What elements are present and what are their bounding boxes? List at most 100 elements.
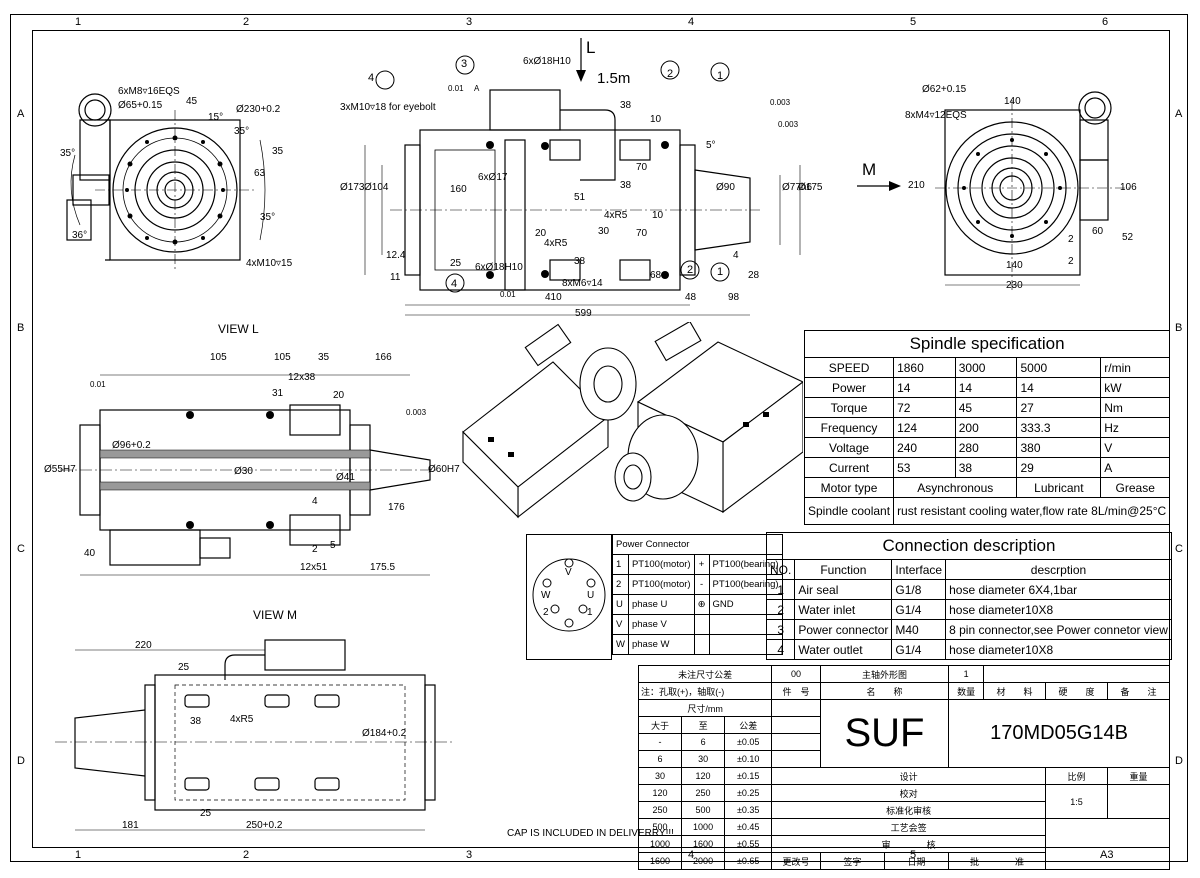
- tol-to: 250: [681, 784, 726, 802]
- motor-type-value: Asynchronous: [893, 477, 1018, 498]
- dim-top-40: 5°: [706, 140, 716, 151]
- tol-from: 120: [637, 784, 683, 802]
- dim-l-10: Ø55H7: [44, 464, 76, 475]
- spec-v3: 380: [1016, 437, 1102, 458]
- conn-interface: G1/4: [891, 639, 947, 660]
- dim-l-9: 0.003: [406, 408, 427, 417]
- zone-right-b: B: [1175, 322, 1183, 334]
- dim-top-9: 10: [650, 114, 662, 125]
- dim-front-left-10: 36°: [72, 230, 88, 241]
- dim-right-2: 8xM4▿12EQS: [905, 110, 967, 121]
- callout-4-top: 4: [368, 72, 375, 84]
- pin-v: V: [565, 567, 572, 578]
- dim-m-3: 38: [190, 716, 202, 727]
- dim-top-21: 11: [390, 272, 401, 283]
- dim-l-14: Ø60H7: [428, 464, 460, 475]
- tol-from: 30: [637, 767, 683, 785]
- sign-label: 签字: [819, 852, 885, 870]
- pc-name: phase V: [627, 614, 695, 635]
- callout-4-bottom: 4: [451, 278, 458, 290]
- tol-title: 未注尺寸公差: [637, 665, 773, 683]
- spec-v2: 38: [954, 457, 1018, 478]
- dim-top-25: 70: [636, 228, 648, 239]
- zone-bottom-3: 3: [466, 849, 473, 861]
- design-label: 设计: [771, 767, 1046, 785]
- tol-to: 30: [681, 750, 726, 768]
- tol-from: 1600: [637, 852, 683, 870]
- pin-w: W: [541, 590, 551, 601]
- dim-m-6: 181: [122, 820, 139, 831]
- zone-right-d: D: [1175, 755, 1183, 767]
- spindle-spec-table: Spindle specification SPEED 1860 3000 50…: [803, 330, 1171, 525]
- pc-pin: U: [612, 594, 629, 615]
- callout-3: 3: [461, 58, 468, 70]
- spec-v1: 240: [893, 437, 956, 458]
- dim-top-30: 0.01: [500, 290, 516, 299]
- col-material: 材 料: [982, 682, 1046, 700]
- dim-front-left-2: Ø65+0.15: [118, 100, 163, 111]
- dim-l-13: Ø41: [336, 472, 355, 483]
- conn-row: 2 Water inlet G1/4 hose diameter10X8: [765, 599, 1172, 620]
- power-connector-title: Power Connector: [612, 534, 783, 555]
- dim-top-35: 28: [748, 270, 760, 281]
- tol-to: 1000: [681, 818, 726, 836]
- dim-l-7: 20: [333, 390, 345, 401]
- spec-unit: V: [1100, 437, 1171, 458]
- conn-function: Air seal: [794, 579, 893, 600]
- brand-logo: SUF: [819, 699, 950, 768]
- dim-top-23: 4xR5: [544, 238, 568, 249]
- dim-l-20: 12x51: [300, 562, 328, 573]
- dim-l-21: 175.5: [370, 562, 396, 573]
- pc-pin: W: [612, 634, 629, 655]
- conn-desc: hose diameter10X8: [945, 599, 1172, 620]
- conn-function: Power connector: [794, 619, 893, 640]
- tol-value: ±0.35: [724, 801, 773, 819]
- tol-header-to: 至: [681, 716, 726, 734]
- spec-label: Current: [803, 457, 895, 478]
- tol-note: 注：孔取(+)，轴取(-): [637, 682, 773, 700]
- front-view-left: [66, 93, 266, 270]
- pc-name: GND: [708, 594, 783, 615]
- power-connector-table: Power Connector 1 PT100(motor) + PT100(b…: [612, 534, 783, 655]
- spec-v1: 124: [893, 417, 956, 438]
- tol-header-from: 大于: [637, 716, 683, 734]
- zone-bottom-1: 1: [75, 849, 82, 861]
- connector-face-icon: [532, 558, 606, 632]
- spec-row-frequency: Frequency 124 200 333.3 Hz: [803, 417, 1171, 438]
- tol-to: 6: [681, 733, 726, 751]
- std-review-label: 标准化审核: [771, 801, 1046, 819]
- tol-from: 1000: [637, 835, 683, 853]
- pc-name: PT100(bearing): [708, 574, 783, 595]
- tol-to: 120: [681, 767, 726, 785]
- dim-top-16: Ø173: [340, 182, 365, 193]
- pc-pin: V: [612, 614, 629, 635]
- callout-2-bottom: 2: [687, 264, 694, 276]
- dim-front-left-1: 6xM8▿16EQS: [118, 86, 180, 97]
- dim-top-28: 6xØ18H10: [475, 262, 523, 273]
- dim-top-26: 10: [652, 210, 664, 221]
- dim-top-38: Ø77h6: [782, 182, 813, 193]
- pc-name: PT100(bearing): [708, 554, 783, 575]
- zone-top-4: 4: [688, 16, 695, 28]
- dim-l-2: 105: [274, 352, 291, 363]
- sheet-number: 1: [948, 665, 984, 683]
- tol-value: ±0.15: [724, 767, 773, 785]
- review-label: 审 核: [771, 835, 1046, 853]
- spec-v2: 3000: [954, 357, 1018, 378]
- spec-title: Spindle specification: [803, 330, 1171, 358]
- dim-l-11: Ø96+0.2: [112, 440, 151, 451]
- dim-l-3: 35: [318, 352, 330, 363]
- conn-header-interface: Interface: [891, 559, 947, 580]
- pc-pin: ⊕: [693, 594, 710, 615]
- dim-top-27: 68: [650, 270, 662, 281]
- zone-top-2: 2: [243, 16, 250, 28]
- dim-top-3: 1.5m: [597, 70, 631, 87]
- dim-right-3: 140: [1004, 96, 1021, 107]
- pc-name: phase W: [627, 634, 695, 655]
- dim-right-9: 140: [1006, 260, 1023, 271]
- tol-header-tol: 公差: [724, 716, 773, 734]
- spec-v1: 14: [893, 377, 956, 398]
- dim-front-left-6: 35°: [60, 148, 76, 159]
- connection-title: Connection description: [766, 532, 1172, 560]
- conn-header-desc: descrption: [945, 559, 1172, 580]
